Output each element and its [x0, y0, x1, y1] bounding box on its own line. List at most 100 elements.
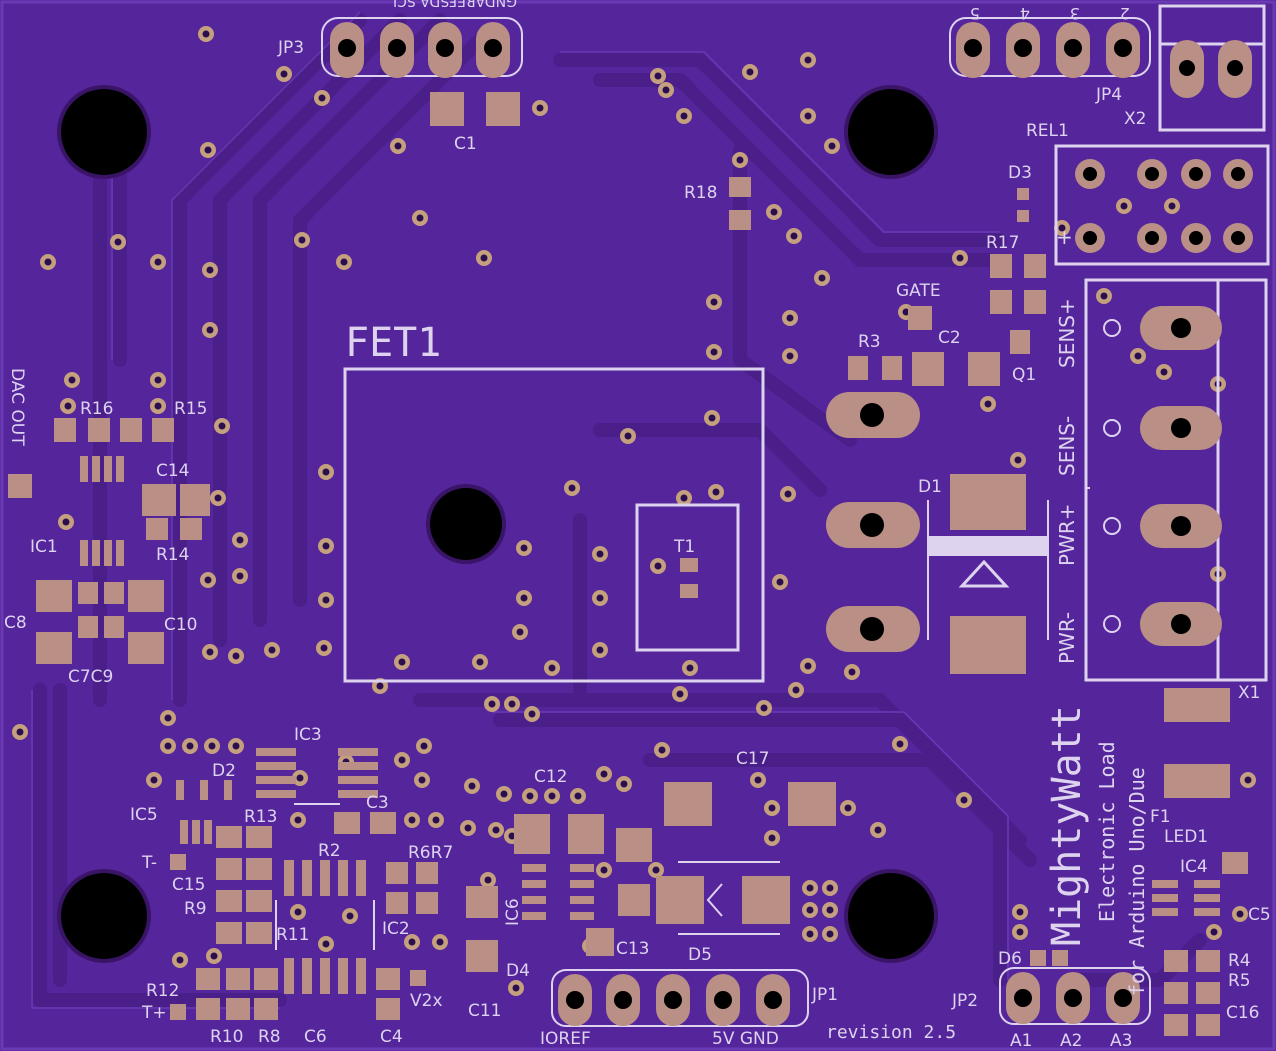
d4-label: D4	[506, 961, 530, 981]
via-drill	[1168, 202, 1176, 210]
via-drill	[520, 594, 528, 602]
via-drill	[492, 826, 500, 834]
lower-left-pads	[170, 748, 438, 1020]
via-drill	[596, 550, 604, 558]
jp3-label: JP3	[277, 38, 304, 58]
via-drill	[204, 146, 212, 154]
via-drill	[432, 816, 440, 824]
via-drill	[790, 232, 798, 240]
header-jp1	[551, 969, 809, 1027]
a2-label: A2	[1060, 1031, 1082, 1051]
jp1-label: JP1	[811, 985, 838, 1005]
via-drill	[376, 682, 384, 690]
via-drill	[340, 258, 348, 266]
gate-label: GATE	[896, 281, 941, 301]
via-drill	[232, 742, 240, 750]
via-drill	[500, 790, 508, 798]
via-drill	[848, 668, 856, 676]
via-drill	[736, 156, 744, 164]
via-drill	[206, 326, 214, 334]
c15-label: C15	[172, 875, 206, 895]
via-drill	[512, 984, 520, 992]
via-drill	[662, 86, 670, 94]
via-drill	[806, 906, 814, 914]
via-drill	[416, 214, 424, 222]
dac-out-label: DAC OUT	[7, 368, 27, 446]
via-drill	[776, 578, 784, 586]
via-drill	[204, 576, 212, 584]
via-drill	[1244, 776, 1252, 784]
c11-label: C11	[468, 1001, 502, 1021]
t1-label: T1	[673, 537, 695, 557]
via-drill	[654, 72, 662, 80]
via-drill	[488, 700, 496, 708]
via-drill	[298, 236, 306, 244]
via-drill	[218, 422, 226, 430]
c3-label: C3	[366, 793, 389, 813]
via-drill	[206, 648, 214, 656]
via-drill	[64, 402, 72, 410]
silkscreen-text: GNDAREFSDA SCL JP3 C1 5 4 3 2 JP4 X2 REL…	[4, 0, 1271, 1051]
via-drill	[346, 912, 354, 920]
via-drill	[676, 690, 684, 698]
via-drill	[508, 700, 516, 708]
ic4-label: IC4	[1180, 857, 1208, 877]
via-drill	[164, 742, 172, 750]
via-drill	[154, 258, 162, 266]
via-drill	[16, 728, 24, 736]
via-drill	[1134, 352, 1142, 360]
via-drill	[754, 776, 762, 784]
via-drill	[620, 780, 628, 788]
r17-label: R17	[986, 233, 1019, 253]
c13-label: C13	[616, 939, 650, 959]
via-drill	[418, 776, 426, 784]
c12-label: C12	[534, 767, 568, 787]
via-drill	[844, 804, 852, 812]
pin3-label: 3	[1070, 4, 1080, 23]
via-drill	[154, 376, 162, 384]
right-bottom-pads	[1030, 852, 1248, 1036]
via-drill	[806, 884, 814, 892]
led1-label: LED1	[1164, 827, 1208, 847]
fet1-label: FET1	[345, 320, 441, 366]
brand-label: MightyWatt	[1044, 705, 1090, 946]
sens-minus-label: SENS-	[1055, 416, 1079, 476]
via-drill	[654, 562, 662, 570]
via-drill	[568, 484, 576, 492]
c14-label: C14	[156, 461, 190, 481]
analog-frontend-pads	[36, 418, 210, 664]
c8-label: C8	[4, 613, 27, 633]
relay-rel1	[1054, 144, 1270, 266]
r16-label: R16	[80, 399, 113, 419]
via-drill	[268, 646, 276, 654]
c6-label: C6	[304, 1027, 327, 1047]
5v-gnd-label: 5V GND	[712, 1029, 779, 1049]
via-drill	[322, 542, 330, 550]
a1-label: A1	[1010, 1031, 1032, 1051]
via-drill	[828, 142, 836, 150]
d6-label: D6	[998, 949, 1022, 969]
via-drill	[536, 104, 544, 112]
via-drill	[784, 490, 792, 498]
t-minus-label: T-	[141, 853, 157, 873]
r13-label: R13	[244, 807, 277, 827]
via-drill	[468, 782, 476, 790]
via-drill	[768, 804, 776, 812]
terminal-block-x1	[1084, 278, 1268, 682]
via-drill	[984, 400, 992, 408]
d1-label: D1	[918, 477, 942, 497]
via-drill	[206, 266, 214, 274]
via-drill	[1016, 908, 1024, 916]
via-drill	[874, 826, 882, 834]
pwr-minus-label: PWR-	[1055, 612, 1079, 664]
via-drill	[680, 494, 688, 502]
via-drill	[710, 348, 718, 356]
via-drill	[760, 704, 768, 712]
via-drill	[1014, 456, 1022, 464]
fet1-outline	[343, 367, 765, 683]
via-drill	[318, 94, 326, 102]
via-drill	[394, 142, 402, 150]
misc-smd-pads	[8, 177, 1230, 798]
via-drill	[1016, 928, 1024, 936]
via-drill	[708, 414, 716, 422]
